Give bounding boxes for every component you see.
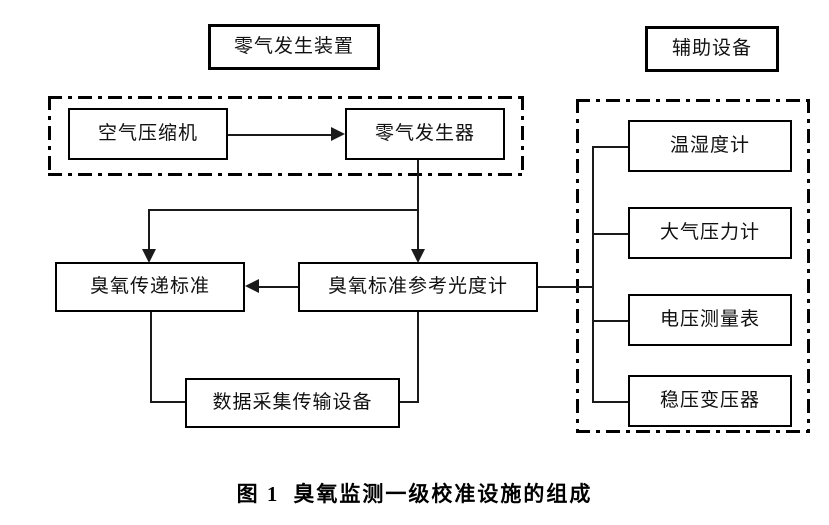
zero-air-generator-label: 零气发生器 [374, 122, 475, 144]
connector-generator-branch [148, 209, 419, 211]
voltage-meter-label: 电压测量表 [659, 308, 760, 330]
ozone-reference-photometer-label: 臭氧标准参考光度计 [327, 275, 508, 297]
arrow-compressor-to-generator [331, 127, 345, 141]
arrow-photometer-to-transfer-standard [245, 279, 259, 293]
air-compressor-box: 空气压缩机 [68, 108, 228, 160]
ozone-transfer-standard-label: 臭氧传递标准 [89, 275, 210, 297]
auxiliary-bus-line [592, 146, 594, 403]
connector-transfer-standard-drop [150, 312, 152, 403]
ozone-transfer-standard-box: 臭氧传递标准 [55, 262, 245, 312]
connector-bus-to-barometer [592, 233, 630, 235]
voltage-regulator-box: 稳压变压器 [628, 375, 792, 427]
connector-generator-drop [417, 160, 419, 211]
connector-photometer-to-data [398, 401, 419, 403]
connector-bus-to-thermo-hygrometer [592, 146, 630, 148]
connector-photometer-to-transfer-standard [259, 286, 298, 288]
connector-photometer-drop [417, 312, 419, 403]
connector-branch-to-photometer [417, 209, 419, 253]
figure-caption-title: 臭氧监测一级校准设施的组成 [293, 482, 593, 506]
figure-caption: 图 1 臭氧监测一级校准设施的组成 [0, 478, 829, 508]
connector-bus-to-voltage-meter [592, 320, 630, 322]
connector-photometer-to-auxiliary [538, 286, 594, 288]
ozone-reference-photometer-box: 臭氧标准参考光度计 [298, 262, 538, 312]
arrow-to-photometer [411, 249, 425, 263]
voltage-regulator-label: 稳压变压器 [659, 389, 760, 411]
zero-air-group-title: 零气发生装置 [233, 35, 354, 57]
zero-air-generator-box: 零气发生器 [345, 108, 505, 160]
air-compressor-label: 空气压缩机 [97, 122, 198, 144]
data-acquisition-label: 数据采集传输设备 [212, 391, 373, 413]
auxiliary-group-title-box: 辅助设备 [645, 26, 779, 72]
voltage-meter-box: 电压测量表 [628, 294, 792, 346]
connector-compressor-to-generator [228, 134, 332, 136]
barometer-label: 大气压力计 [659, 221, 760, 243]
auxiliary-group-title: 辅助设备 [671, 37, 752, 59]
thermo-hygrometer-label: 温湿度计 [669, 134, 750, 156]
zero-air-group-title-box: 零气发生装置 [208, 24, 380, 70]
connector-transfer-standard-to-data [150, 401, 187, 403]
connector-bus-to-voltage-regulator [592, 401, 630, 403]
arrow-to-transfer-standard [142, 249, 156, 263]
thermo-hygrometer-box: 温湿度计 [628, 120, 792, 172]
connector-branch-to-transfer-standard [148, 209, 150, 253]
data-acquisition-box: 数据采集传输设备 [185, 378, 400, 428]
figure-caption-number: 图 1 [236, 482, 280, 506]
barometer-box: 大气压力计 [628, 207, 792, 259]
